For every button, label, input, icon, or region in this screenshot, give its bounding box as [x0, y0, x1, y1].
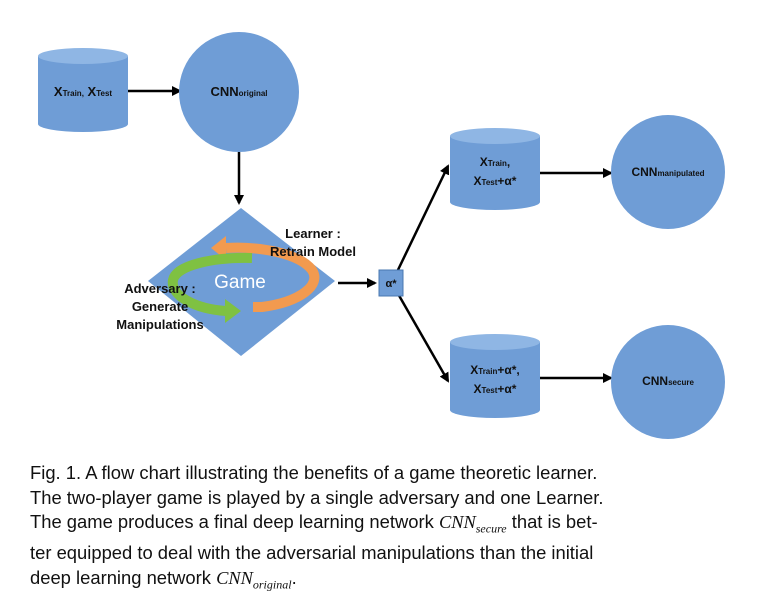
learner-action-label: Retrain Model [270, 244, 356, 259]
caption-line-2: The two-player game is played by a singl… [30, 486, 604, 508]
caption-line-5: deep learning network CNNoriginal. [30, 566, 750, 597]
game-node: Game [148, 208, 335, 356]
caption-line-5-tail: . [291, 566, 297, 588]
caption-line-3: The game produces a final deep learning … [30, 510, 750, 541]
manipulated-data-cylinder: XTrain, XTest+α* [450, 128, 540, 210]
game-label: Game [214, 272, 266, 293]
cnn-manipulated-label: CNNmanipulated [631, 165, 704, 179]
cnn-secure-math: CNNsecure [438, 512, 507, 536]
secure-data-cylinder: XTrain+α*, XTest+α* [450, 334, 540, 418]
secure-data-label-2: XTest+α* [474, 382, 517, 396]
caption-line-3-text: The game produces a final deep learning … [30, 511, 439, 532]
edges [128, 86, 613, 383]
flow-chart: XTrain, XTest CNNoriginal Game Learner :… [38, 32, 725, 439]
data-input-label: XTrain, XTest [54, 84, 113, 99]
cnn-secure-label: CNNsecure [642, 374, 694, 388]
adversary-cycle-arrow [167, 252, 253, 316]
secure-data-label-1: XTrain+α*, [470, 363, 520, 377]
adversary-role-label: Adversary : [124, 281, 196, 296]
edge-alpha-to-secure-data [395, 291, 450, 383]
learner-role-label: Learner : [285, 226, 341, 241]
edge-alpha-to-manipulated-data [395, 164, 450, 273]
cnn-original-node: CNNoriginal [179, 32, 299, 152]
cnn-original-math: CNNoriginal [216, 567, 292, 592]
cnn-manipulated-node: CNNmanipulated [611, 115, 725, 229]
manipulated-data-label-1: XTrain, [480, 155, 510, 169]
caption-line-3-tail: that is bet- [506, 511, 598, 532]
learner-cycle-arrow [225, 242, 320, 312]
alpha-label: α* [385, 278, 397, 290]
adversary-action-label-2: Manipulations [116, 317, 203, 332]
manipulated-data-label-2: XTest+α* [474, 174, 517, 188]
caption-line-1: Fig. 1. A flow chart illustrating the be… [30, 462, 598, 483]
caption-line-5-text: deep learning network [30, 566, 217, 588]
alpha-node: α* [378, 269, 404, 297]
adversary-action-label-1: Generate [132, 299, 188, 314]
figure-caption: Fig. 1. A flow chart illustrating the be… [30, 461, 750, 597]
cnn-original-label: CNNoriginal [210, 84, 267, 99]
caption-line-4: ter equipped to deal with the adversaria… [30, 542, 594, 564]
cnn-secure-node: CNNsecure [611, 325, 725, 439]
data-input-cylinder: XTrain, XTest [38, 48, 128, 132]
